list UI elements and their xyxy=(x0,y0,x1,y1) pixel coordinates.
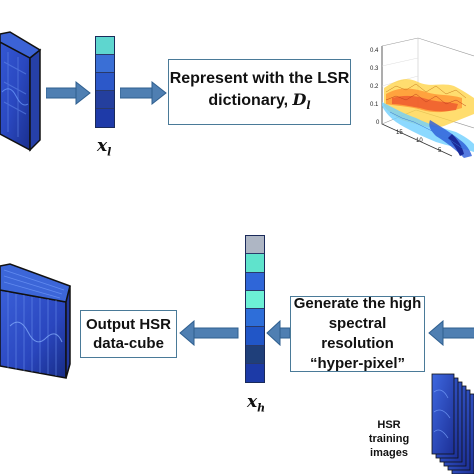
generate-hyper-pixel-box: Generate the high spectral resolution “h… xyxy=(290,295,425,372)
training-line2: training xyxy=(368,433,410,445)
plot-tick-x2: 5 xyxy=(438,148,442,154)
vector-cell xyxy=(96,55,114,73)
dictionary-symbol: Dl xyxy=(292,89,311,113)
represent-line2: dictionary, Dl xyxy=(208,89,310,116)
generate-line1: Generate the high xyxy=(293,295,422,312)
xl-label-main: x xyxy=(97,136,108,156)
vector-cell xyxy=(96,37,114,55)
xh-label-sub: h xyxy=(257,401,266,415)
vector-cell xyxy=(246,327,264,346)
plot-tick-x0: 15 xyxy=(396,130,403,136)
output-hsr-box: Output HSR data-cube xyxy=(80,310,177,358)
arrow-xl-to-dictionary xyxy=(120,81,167,105)
low-resolution-vector xyxy=(95,36,115,128)
vector-cell xyxy=(96,91,114,109)
training-line3: images xyxy=(370,447,408,459)
vector-cell xyxy=(246,272,264,291)
plot-tick-x1: 10 xyxy=(416,138,423,144)
xh-label: xh xyxy=(247,392,265,414)
arrow-generate-to-xh xyxy=(266,320,290,346)
vector-cell xyxy=(246,236,264,255)
output-line2: data-cube xyxy=(93,335,164,352)
plot-tick-z4: 0 xyxy=(376,120,380,126)
vector-cell xyxy=(96,109,114,127)
xl-label-sub: l xyxy=(107,145,112,159)
arrow-training-to-generate xyxy=(428,320,474,346)
dictionary-surface-plot: 0.4 0.3 0.2 0.1 0 15 10 5 xyxy=(370,37,474,158)
hsr-training-images-stack xyxy=(431,373,474,474)
represent-dictionary-box: Represent with the LSR dictionary, Dl xyxy=(168,59,351,125)
arrow-cube-to-xl xyxy=(46,81,91,105)
plot-tick-z0: 0.4 xyxy=(370,48,379,54)
plot-tick-z3: 0.1 xyxy=(370,102,379,108)
generate-line3: “hyper-pixel” xyxy=(309,355,406,372)
vector-cell xyxy=(246,290,264,309)
arrow-xh-to-output xyxy=(179,320,239,346)
training-line1: HSR xyxy=(377,419,401,431)
vector-cell xyxy=(246,254,264,273)
vector-cell xyxy=(246,345,264,364)
represent-line1: Represent with the LSR xyxy=(169,69,350,87)
vector-cell xyxy=(246,309,264,328)
plot-tick-z1: 0.3 xyxy=(370,66,379,72)
output-line1: Output HSR xyxy=(86,316,171,333)
xl-label: xl xyxy=(97,136,111,158)
generate-line2: spectral resolution xyxy=(321,315,394,352)
high-resolution-vector xyxy=(245,235,265,383)
plot-tick-z2: 0.2 xyxy=(370,84,379,90)
dictionary-word: dictionary, xyxy=(208,91,293,109)
xh-label-main: x xyxy=(247,392,258,412)
training-images-caption: HSR training images xyxy=(366,418,412,460)
vector-cell xyxy=(246,363,264,382)
dictionary-symbol-sub: l xyxy=(306,99,311,113)
dictionary-symbol-main: D xyxy=(292,89,307,109)
lsr-data-cube xyxy=(0,31,42,152)
vector-cell xyxy=(96,73,114,91)
hsr-output-data-cube xyxy=(0,263,71,379)
